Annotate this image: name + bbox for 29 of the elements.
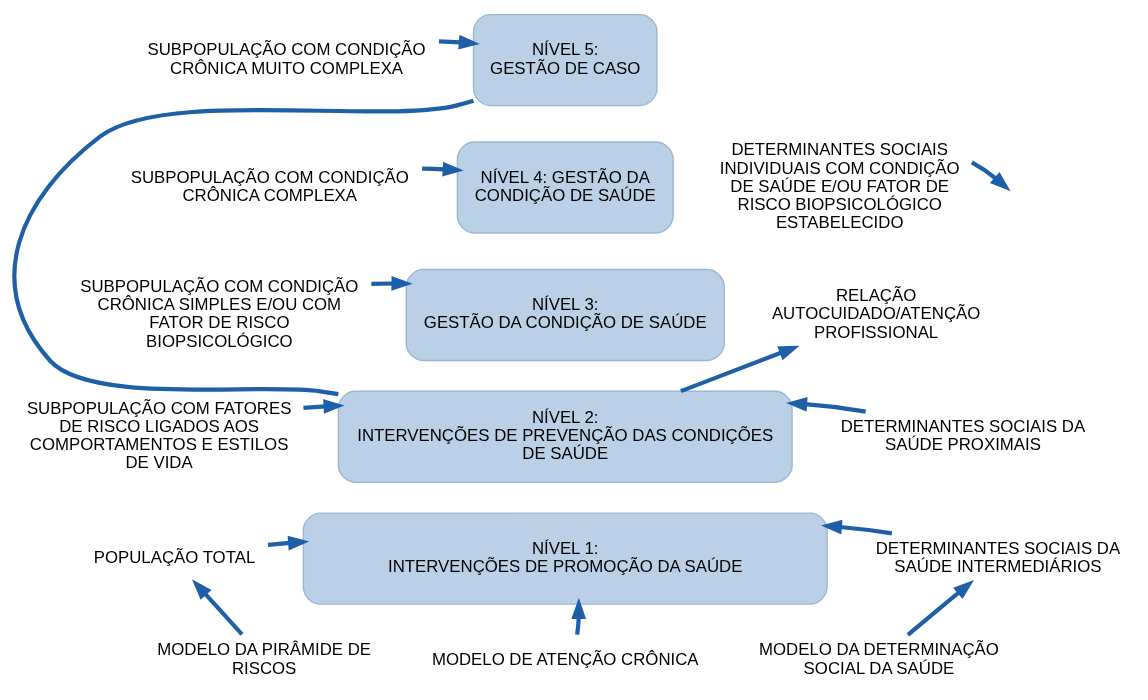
node-text: DETERMINANTES SOCIAIS DA SAÚDE PROXIMAIS (840, 417, 1086, 455)
connector (12, 98, 475, 397)
node-text: DETERMINANTES SOCIAIS INDIVIDUAIS COM CONDIÇÃO DE SAÚDE E/OU FATOR DE RISCO BIOPSICOLÓGICO ESTABELECIDO (719, 140, 960, 233)
arrow (970, 160, 1011, 192)
node-box: NÍVEL 4: GESTÃO DA CONDIÇÃO DE SAÚDE (456, 141, 674, 234)
arrow (422, 161, 464, 177)
arrow (191, 579, 244, 636)
node-box: NÍVEL 5: GESTÃO DE CASO (472, 13, 658, 107)
node-text: MODELO DA PIRÂMIDE DE RISCOS (157, 640, 372, 678)
arrow (371, 276, 413, 291)
arrow (906, 579, 975, 637)
node-box: NÍVEL 2: INTERVENÇÕES DE PREVENÇÃO DAS CONDIÇÕES DE SAÚDE (337, 390, 793, 484)
node-box: NÍVEL 1: INTERVENÇÕES DE PROMOÇÃO DA SAÚDE (302, 512, 828, 605)
node-box: NÍVEL 3: GESTÃO DA CONDIÇÃO DE SAÚDE (405, 268, 725, 362)
node-text: POPULAÇÃO TOTAL (93, 548, 256, 567)
node-text: SUBPOPULAÇÃO COM CONDIÇÃO CRÔNICA SIMPLES E/OU COM FATOR DE RISCO BIOPSICOLÓGICO (80, 277, 359, 351)
node-text: DETERMINANTES SOCIAIS DA SAÚDE INTERMEDIÁRIOS (875, 538, 1121, 577)
arrow (267, 535, 310, 551)
arrow (820, 519, 893, 536)
arrow (680, 345, 800, 394)
node-text: MODELO DA DETERMINAÇÃO SOCIAL DA SAÚDE (758, 640, 999, 678)
arrow (303, 399, 345, 414)
node-text: SUBPOPULAÇÃO COM CONDIÇÃO CRÔNICA COMPLEXA (130, 167, 409, 205)
arrow (786, 396, 867, 414)
arrow (438, 34, 480, 50)
node-text: RELAÇÃO AUTOCUIDADO/ATENÇÃO PROFISSIONAL (771, 286, 981, 342)
node-text: MODELO DE ATENÇÃO CRÔNICA (431, 649, 699, 669)
node-text: SUBPOPULAÇÃO COM FATORES DE RISCO LIGADOS AOS COMPORTAMENTOS E ESTILOS DE VIDA (26, 398, 292, 473)
node-text: SUBPOPULAÇÃO COM CONDIÇÃO CRÔNICA MUITO COMPLEXA (147, 40, 426, 78)
